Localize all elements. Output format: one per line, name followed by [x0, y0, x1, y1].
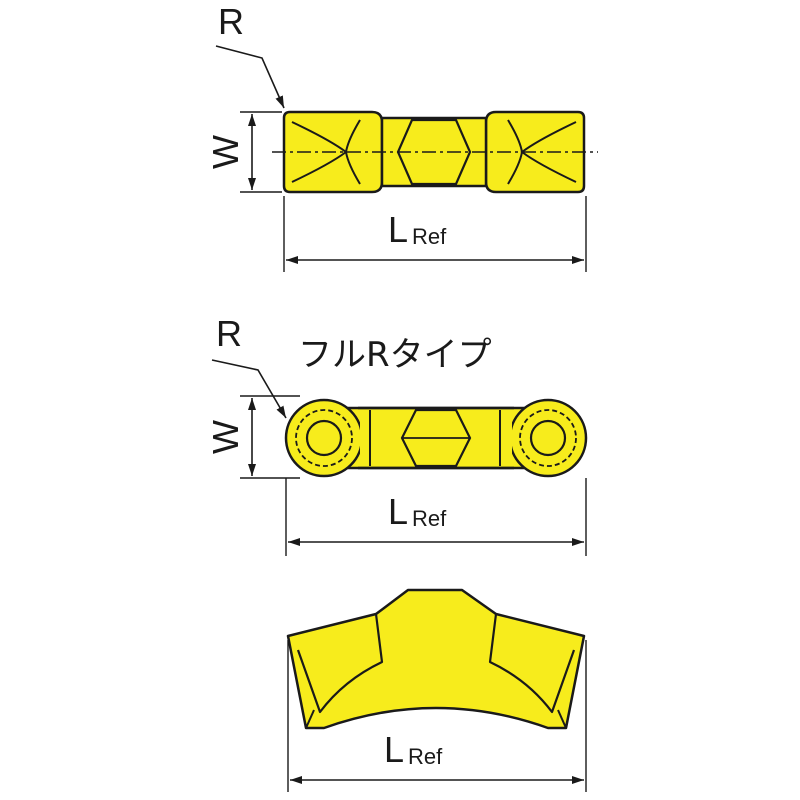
top-width-label: W	[205, 135, 246, 169]
bottom-left-pocket	[296, 613, 384, 714]
middle-radius-label: R	[216, 313, 242, 354]
bottom-left-inner-edge	[305, 709, 315, 729]
top-left-groove	[291, 119, 361, 185]
top-radius-leader	[215, 45, 285, 109]
middle-right-head	[508, 398, 588, 478]
middle-left-dash-ring	[295, 409, 353, 467]
middle-width-label: W	[205, 420, 246, 454]
top-radius-label: R	[218, 1, 244, 42]
bottom-right-inner-edge	[557, 709, 567, 729]
middle-length-sub: Ref	[412, 506, 447, 531]
bottom-right-pocket	[488, 613, 576, 714]
bottom-length-sub: Ref	[408, 744, 443, 769]
middle-length-label: L	[388, 491, 408, 532]
bottom-length-label: L	[384, 729, 404, 770]
top-length-sub: Ref	[412, 224, 447, 249]
top-insert-view: R W L Ref	[205, 1, 598, 272]
middle-right-inner-ring	[529, 419, 567, 457]
bottom-insert-body	[286, 588, 586, 730]
middle-right-dash-ring	[519, 409, 577, 467]
top-length-label: L	[388, 209, 408, 250]
middle-left-inner-ring	[305, 419, 343, 457]
middle-left-head	[284, 398, 364, 478]
middle-radius-leader	[211, 359, 287, 419]
full-r-type-label: フルRタイプ	[298, 335, 492, 375]
bottom-insert-view: L Ref	[286, 588, 587, 792]
middle-insert-view: フルRタイプ R W L Ref	[205, 313, 588, 556]
